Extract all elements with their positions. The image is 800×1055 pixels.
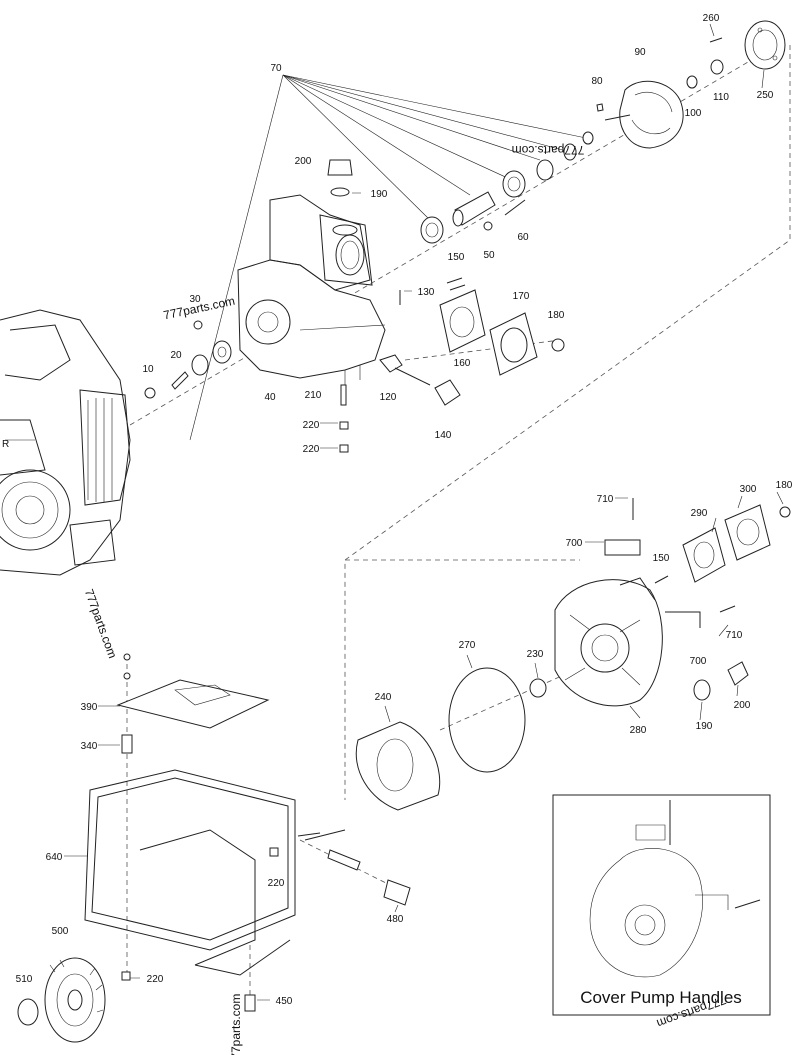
label-220-c: 220 <box>268 878 285 889</box>
label-80: 80 <box>591 76 603 87</box>
inset-caption: Cover Pump Handles <box>580 988 742 1007</box>
label-710-top: 710 <box>597 494 614 505</box>
label-160: 160 <box>454 358 471 369</box>
label-250: 250 <box>757 90 774 101</box>
label-190-top: 190 <box>371 189 388 200</box>
label-170: 170 <box>513 291 530 302</box>
label-150-right: 150 <box>653 553 670 564</box>
label-40: 40 <box>264 392 276 403</box>
assembly-lines <box>126 45 791 1000</box>
label-700-top: 700 <box>566 538 583 549</box>
cover-pump <box>355 498 791 811</box>
label-270: 270 <box>459 640 476 651</box>
label-500: 500 <box>52 926 69 937</box>
label-90: 90 <box>634 47 646 58</box>
label-200-right: 200 <box>734 700 751 711</box>
label-30: 30 <box>189 294 201 305</box>
label-50: 50 <box>483 250 495 261</box>
small-parts-left <box>144 159 353 453</box>
label-220-a: 220 <box>303 420 320 431</box>
label-450: 450 <box>276 996 293 1007</box>
label-340: 340 <box>81 741 98 752</box>
label-100: 100 <box>685 108 702 119</box>
leader-lines-70 <box>189 74 587 441</box>
svg-text:R: R <box>2 439 9 450</box>
label-200-top: 200 <box>295 156 312 167</box>
label-280: 280 <box>630 725 647 736</box>
label-700-bottom: 700 <box>690 656 707 667</box>
engine-illustration: R <box>0 309 131 576</box>
label-480: 480 <box>387 914 404 925</box>
label-230: 230 <box>527 649 544 660</box>
label-150-top: 150 <box>448 252 465 263</box>
label-10: 10 <box>142 364 154 375</box>
pump-body <box>237 194 386 385</box>
label-180-right: 180 <box>776 480 793 491</box>
label-710-right: 710 <box>726 630 743 641</box>
label-220-d: 220 <box>147 974 164 985</box>
label-220-b: 220 <box>303 444 320 455</box>
label-290: 290 <box>691 508 708 519</box>
label-300: 300 <box>740 484 757 495</box>
part-labels: 10 20 30 40 50 60 70 80 90 100 110 120 1… <box>16 13 793 1007</box>
label-110: 110 <box>713 92 729 103</box>
label-260: 260 <box>703 13 720 24</box>
impeller-group <box>420 20 786 244</box>
inset-cover-pump-handles: Cover Pump Handles <box>552 794 771 1016</box>
watermark-top: 777parts.com <box>512 143 585 157</box>
label-ticks <box>64 23 784 1001</box>
label-60: 60 <box>517 232 529 243</box>
watermark-bottom: 777parts.com <box>229 994 243 1055</box>
watermark-frame: 777parts.com <box>82 587 120 660</box>
label-210: 210 <box>305 390 322 401</box>
label-640: 640 <box>46 852 63 863</box>
label-180-top: 180 <box>548 310 565 321</box>
label-130: 130 <box>418 287 435 298</box>
label-20: 20 <box>170 350 182 361</box>
port-flanges <box>379 277 565 406</box>
label-390: 390 <box>81 702 98 713</box>
frame-assembly <box>17 653 411 1043</box>
label-120: 120 <box>380 392 397 403</box>
label-140: 140 <box>435 430 452 441</box>
label-240: 240 <box>375 692 392 703</box>
label-190-right: 190 <box>696 721 713 732</box>
label-510: 510 <box>16 974 33 985</box>
label-70: 70 <box>270 63 282 74</box>
